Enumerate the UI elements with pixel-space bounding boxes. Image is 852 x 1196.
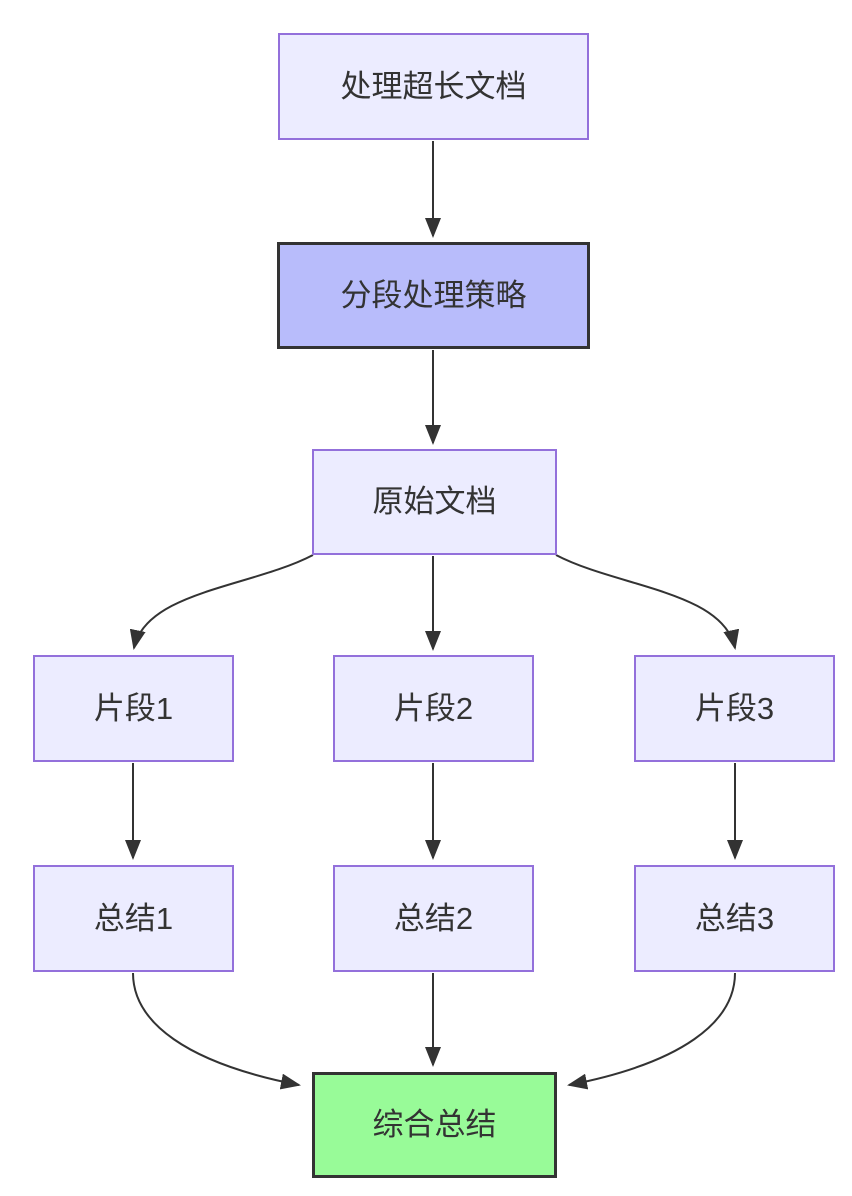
node-label: 总结3 [694, 900, 775, 936]
node-label: 原始文档 [372, 484, 497, 520]
node-summary-2: 总结2 [333, 865, 534, 972]
node-label: 处理超长文档 [340, 68, 527, 104]
node-label: 片段3 [694, 690, 775, 726]
node-label: 综合总结 [372, 1107, 497, 1143]
node-original-document: 原始文档 [312, 449, 557, 555]
node-label: 总结2 [393, 900, 474, 936]
edge-summary3-to-final [567, 972, 736, 1090]
edge-summary1-to-final [132, 972, 301, 1090]
node-label: 片段2 [393, 690, 474, 726]
node-label: 分段处理策略 [340, 277, 527, 313]
node-process-long-document: 处理超长文档 [278, 33, 589, 140]
node-fragment-3: 片段3 [634, 655, 835, 762]
node-label: 片段1 [93, 690, 174, 726]
node-segment-strategy: 分段处理策略 [277, 242, 590, 349]
node-label: 总结1 [93, 900, 174, 936]
node-summary-3: 总结3 [634, 865, 835, 972]
node-fragment-2: 片段2 [333, 655, 534, 762]
node-summary-1: 总结1 [33, 865, 234, 972]
node-fragment-1: 片段1 [33, 655, 234, 762]
edge-document-to-fragment1 [129, 554, 314, 650]
node-final-summary: 综合总结 [312, 1072, 557, 1178]
edge-document-to-fragment3 [555, 554, 740, 650]
